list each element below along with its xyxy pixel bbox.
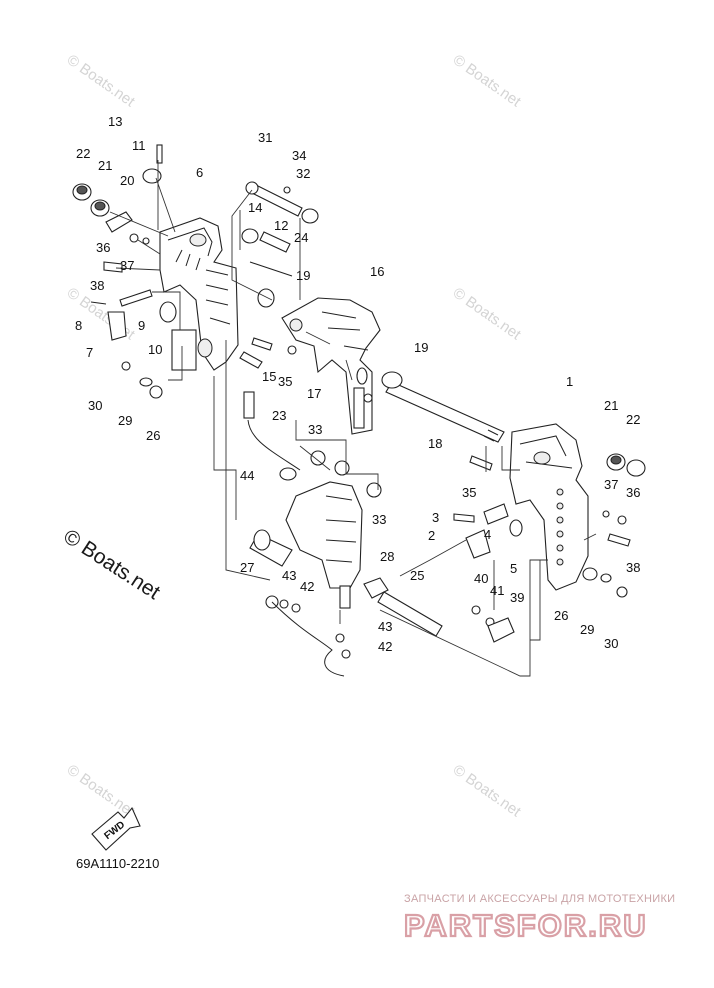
label-20: 20 (120, 173, 134, 188)
label-33-lower: 33 (372, 512, 386, 527)
left-clamp-bracket (159, 217, 239, 371)
label-40: 40 (474, 571, 488, 586)
brand-tagline: ЗАПЧАСТИ И АКСЕССУАРЫ ДЛЯ МОТОТЕХНИКИ (404, 893, 675, 905)
label-13: 13 (108, 114, 122, 129)
label-21-right: 21 (604, 398, 618, 413)
label-43-lower: 43 (378, 619, 392, 634)
label-26-left: 26 (146, 428, 160, 443)
label-35-right: 35 (462, 485, 476, 500)
right-small-parts (453, 455, 523, 559)
part-labels: 1 2 3 4 5 6 7 8 9 10 11 12 13 14 15 16 1… (75, 114, 640, 654)
watermark-top-right: © Boats.net (450, 51, 525, 110)
label-30-left: 30 (88, 398, 102, 413)
label-38-left: 38 (90, 278, 104, 293)
label-22-right: 22 (626, 412, 640, 427)
upper-pins (241, 181, 319, 308)
label-26-right: 26 (554, 608, 568, 623)
label-31: 31 (258, 130, 272, 145)
label-16: 16 (370, 264, 384, 279)
reference-lines (109, 160, 597, 677)
label-22-left: 22 (76, 146, 90, 161)
watermark-main: © Boats.net (59, 525, 164, 604)
label-28: 28 (380, 549, 394, 564)
label-36-right: 36 (626, 485, 640, 500)
label-44: 44 (240, 468, 254, 483)
drawing-code: 69A1110-2210 (76, 856, 159, 871)
label-9: 9 (138, 318, 145, 333)
watermark-mid-right: © Boats.net (450, 284, 525, 343)
label-24: 24 (294, 230, 308, 245)
label-35-center: 35 (278, 374, 292, 389)
lower-parts (265, 577, 515, 677)
fwd-arrow-icon: FWD (91, 806, 141, 851)
label-7: 7 (86, 345, 93, 360)
power-trim-unit (243, 391, 382, 609)
label-21-left: 21 (98, 158, 112, 173)
tilt-tube (381, 371, 505, 443)
label-2: 2 (428, 528, 435, 543)
label-10: 10 (148, 342, 162, 357)
watermark-low-left: © Boats.net (64, 761, 139, 820)
label-27: 27 (240, 560, 254, 575)
label-36-left: 36 (96, 240, 110, 255)
right-clamp-bracket (509, 423, 646, 598)
label-23: 23 (272, 408, 286, 423)
label-39: 39 (510, 590, 524, 605)
center-bolts (239, 337, 297, 369)
label-42-lower: 42 (378, 639, 392, 654)
left-small-parts (72, 144, 177, 399)
label-37-left: 37 (120, 258, 134, 273)
label-25: 25 (410, 568, 424, 583)
label-14: 14 (248, 200, 262, 215)
watermark-mid-left: © Boats.net (64, 284, 139, 343)
label-8: 8 (75, 318, 82, 333)
label-32: 32 (296, 166, 310, 181)
watermarks: © Boats.net © Boats.net © Boats.net © Bo… (59, 51, 524, 820)
label-15: 15 (262, 369, 276, 384)
label-5: 5 (510, 561, 517, 576)
brand-name: PARTSFOR.RU (404, 908, 648, 943)
watermark-top-left: © Boats.net (64, 51, 139, 110)
label-3: 3 (432, 510, 439, 525)
label-43-upper: 43 (282, 568, 296, 583)
label-38-right: 38 (626, 560, 640, 575)
watermark-low-right: © Boats.net (450, 761, 525, 820)
label-4: 4 (484, 527, 491, 542)
label-29-right: 29 (580, 622, 594, 637)
label-17: 17 (307, 386, 321, 401)
label-30-right: 30 (604, 636, 618, 651)
label-19-right: 19 (414, 340, 428, 355)
label-29-left: 29 (118, 413, 132, 428)
label-18: 18 (428, 436, 442, 451)
label-37-right: 37 (604, 477, 618, 492)
label-42-upper: 42 (300, 579, 314, 594)
swivel-bracket (281, 297, 381, 435)
label-1: 1 (566, 374, 573, 389)
label-33-upper: 33 (308, 422, 322, 437)
label-34: 34 (292, 148, 306, 163)
label-41: 41 (490, 583, 504, 598)
label-19-upper: 19 (296, 268, 310, 283)
label-6: 6 (196, 165, 203, 180)
label-12: 12 (274, 218, 288, 233)
label-11: 11 (132, 138, 146, 153)
